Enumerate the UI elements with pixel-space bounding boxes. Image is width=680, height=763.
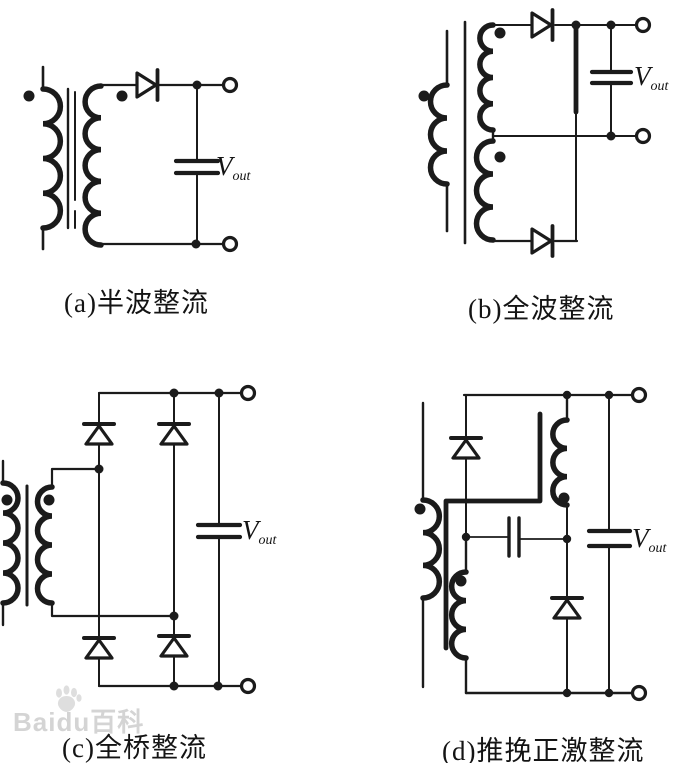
primary-polarity-dot [414,503,426,515]
vout-sub: out [650,79,669,94]
secondary-bottom-lead [50,601,176,618]
vout-label-full-wave: Vout [634,61,668,94]
vout-label-full-bridge: Vout [242,515,276,548]
primary-winding [40,86,64,231]
junction-bottom-right-leg [169,681,179,691]
vout-main: V [634,61,651,91]
rectifier-diode-1 [451,438,481,460]
caption-push-pull-forward: (d)推挽正激整流 [442,736,645,763]
diode-top-right [159,424,189,446]
secondary-winding [34,484,55,606]
terminal-positive [221,76,239,94]
secondary-lower-polarity-dot [494,151,506,163]
primary-winding [0,480,21,606]
diode-bottom-right [159,636,189,658]
primary-winding [420,497,443,601]
rectifier-diode-2 [552,598,582,620]
terminal-negative [634,127,652,145]
terminal-negative [221,235,239,253]
t2-winding [550,417,570,508]
junction-bottom [191,239,201,249]
secondary-polarity-dot [116,90,128,102]
junction-top-right-leg [169,388,179,398]
diode-top-left [84,424,114,446]
terminal-negative [630,684,648,702]
diode-bottom-left [84,638,114,660]
primary-polarity-dot [1,494,13,506]
diode-bottom [530,227,553,255]
terminal-positive [630,386,648,404]
secondary-top-lead [50,467,101,489]
vout-main: V [216,151,233,181]
core-path [443,411,543,651]
diode-top [530,11,553,39]
primary-polarity-dot [418,90,430,102]
secondary-winding [82,83,104,248]
primary-polarity-dot [23,90,35,102]
terminal-negative [239,677,257,695]
t1-secondary-polarity-dot [455,575,467,587]
vout-sub: out [648,541,667,556]
secondary-upper-polarity-dot [494,27,506,39]
secondary-upper-winding [477,22,496,133]
t2-polarity-dot [558,492,570,504]
circuit-half-wave-rectifier [23,65,239,253]
vout-label-push-pull-forward: Vout [632,523,666,556]
secondary-lower-winding [473,138,496,243]
caption-full-wave: (b)全波整流 [468,294,615,324]
circuit-full-wave-rectifier [418,8,652,258]
caption-full-bridge: (c)全桥整流 [62,733,207,763]
vout-sub: out [258,533,277,548]
terminal-positive [239,384,257,402]
vout-label-half-wave: Vout [216,151,250,184]
caption-half-wave: (a)半波整流 [64,288,209,318]
circuit-push-pull-forward-rectifier [414,386,648,702]
secondary-polarity-dot [43,494,55,506]
vout-sub: out [232,169,251,184]
t1-secondary-winding [448,569,469,661]
circuit-full-bridge-rectifier [0,384,257,695]
vout-main: V [242,515,259,545]
vout-main: V [632,523,649,553]
terminal-positive [634,16,652,34]
primary-winding [427,82,450,187]
rectifier-diode [135,71,158,99]
